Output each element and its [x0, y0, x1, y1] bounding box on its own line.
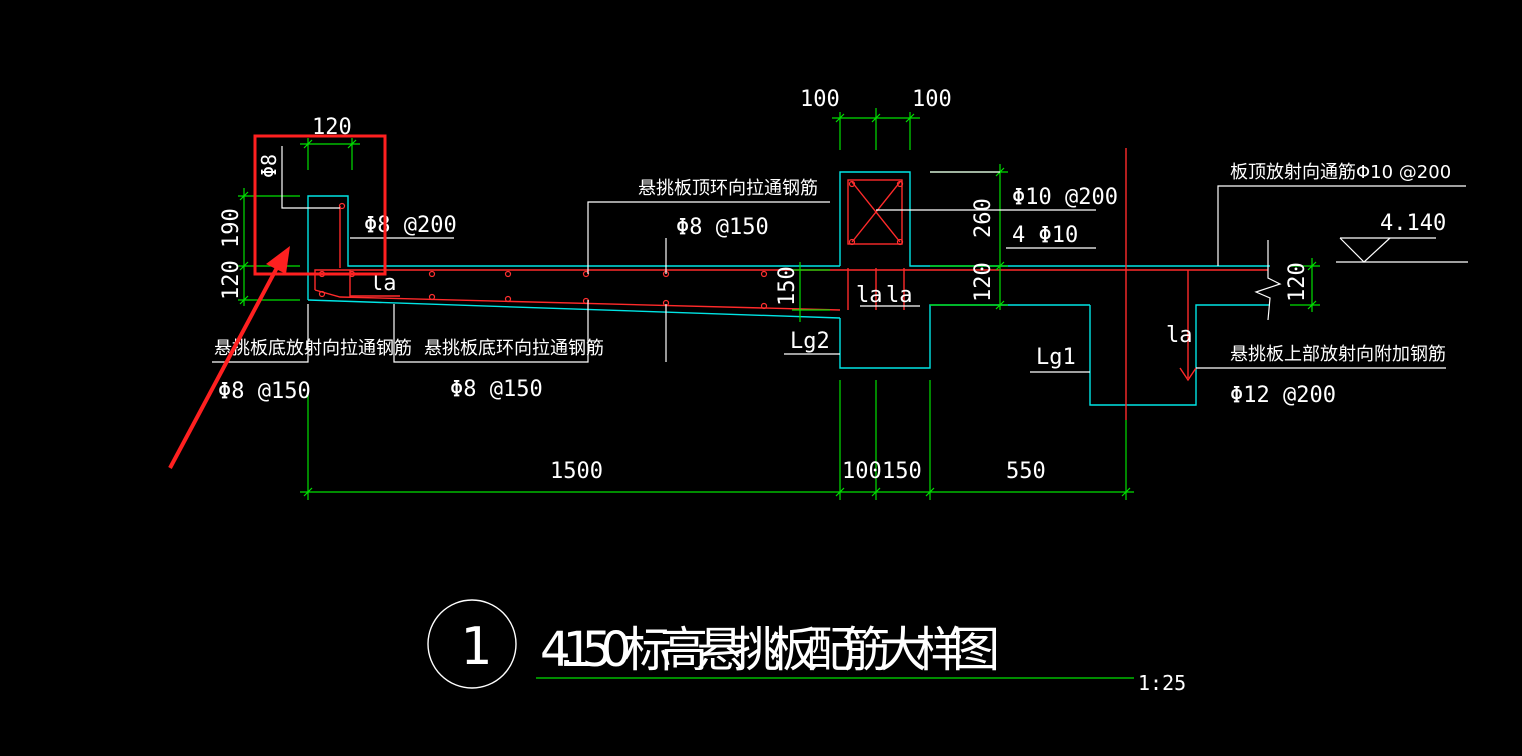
- dim-100-bottom: 100: [842, 459, 882, 484]
- leader-lines: [212, 146, 1468, 373]
- bottom-radial-title: 悬挑板底放射向拉通钢筋: [214, 338, 412, 359]
- top-ring-title: 悬挑板顶环向拉通钢筋: [638, 178, 818, 199]
- bottom-ring-spec: Φ8 @150: [450, 377, 543, 402]
- highlight-arrow-shaft: [168, 261, 282, 469]
- dim-120-left: 120: [219, 260, 244, 300]
- title-block: 1 4.150 标高悬挑板配筋大样图 1:25: [427, 599, 1186, 695]
- dim-260: 260: [971, 198, 996, 238]
- top-additional-spec: Φ12 @200: [1230, 383, 1336, 408]
- dim-1500: 1500: [550, 459, 603, 484]
- scale: 1:25: [1138, 671, 1186, 695]
- dim-150-mid: 150: [775, 266, 800, 306]
- bottom-radial-spec: Φ8 @150: [218, 379, 311, 404]
- highlight-box: [253, 134, 387, 276]
- lg1: Lg1: [1036, 345, 1076, 370]
- la-2: la: [856, 283, 883, 308]
- dim-120-mid: 120: [971, 262, 996, 302]
- detail-number: 1: [460, 617, 491, 677]
- bottom-ring-title: 悬挑板底环向拉通钢筋: [424, 338, 604, 359]
- annotation-texts: Φ8 Φ8 @200 悬挑板顶环向拉通钢筋 Φ8 @150 Φ10 @200 4…: [214, 154, 1451, 408]
- dim-150-bottom: 150: [882, 459, 922, 484]
- la-3: la: [886, 283, 913, 308]
- highlight-arrow-head: [266, 246, 290, 274]
- drawing-title: 4.150 标高悬挑板配筋大样图: [540, 622, 1000, 678]
- dim-190: 190: [219, 208, 244, 248]
- elevation: 4.140: [1380, 211, 1446, 236]
- top-ring-spec: Φ8 @150: [676, 215, 769, 240]
- lg2: Lg2: [790, 329, 830, 354]
- dimension-texts: 120 100 100 190 120 150 260 120 120 1500…: [219, 87, 1310, 484]
- beam-stirrup: Φ10 @200: [1012, 185, 1118, 210]
- dim-100-right: 100: [912, 87, 952, 112]
- slab-top-radial-title: 板顶放射向通筋Φ10 @200: [1230, 162, 1451, 183]
- dimension-lines: [238, 108, 1320, 679]
- concrete-outline: [307, 171, 1270, 406]
- phi8-vertical: Φ8: [257, 154, 281, 178]
- la-4: la: [1166, 323, 1193, 348]
- beam-bars: 4 Φ10: [1012, 223, 1078, 248]
- highlight-annotation: [168, 134, 387, 469]
- top-additional-title: 悬挑板上部放射向附加钢筋: [1230, 344, 1446, 365]
- dim-120-right: 120: [1285, 262, 1310, 302]
- rebar-phi8-200: Φ8 @200: [364, 213, 457, 238]
- detail-circle: [427, 599, 517, 689]
- dim-550: 550: [1006, 459, 1046, 484]
- dim-100-left: 100: [800, 87, 840, 112]
